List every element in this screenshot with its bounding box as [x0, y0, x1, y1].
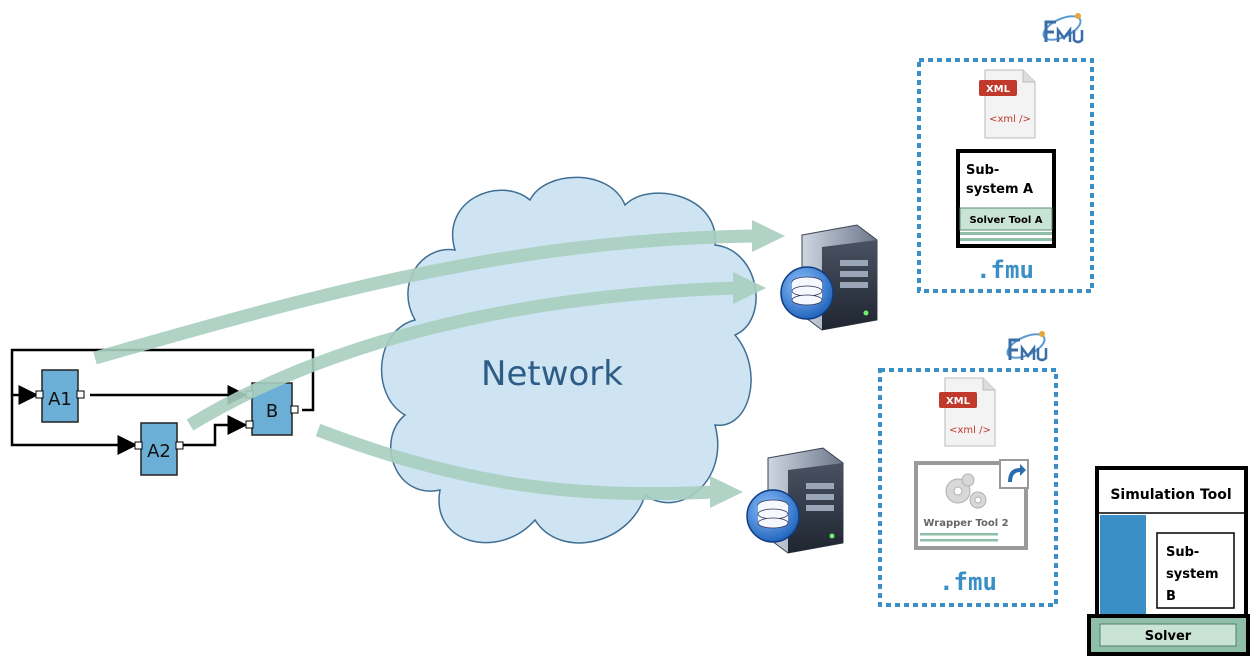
subsystem-b-label: Sub- system B: [1166, 545, 1223, 604]
block-a1-label: A1: [48, 389, 72, 410]
fmu-ext-label-top: .fmu: [976, 256, 1034, 284]
arrow-a1-to-server-top: [93, 229, 753, 365]
shortcut-arrow-icon: [1008, 464, 1026, 482]
wrapper-tool-label: Wrapper Tool 2: [923, 518, 1008, 529]
arrow-b-to-server-bottom: [315, 423, 713, 501]
subsystem-a-label: Sub- system A: [966, 163, 1033, 197]
arrow-b-head: [710, 476, 743, 508]
solver-tool-a-label: Solver Tool A: [969, 215, 1042, 226]
block-b-label: B: [266, 401, 278, 422]
solver-label: Solver: [1145, 629, 1192, 644]
server-icon: [780, 224, 878, 331]
arrow-a2-to-server-top: [186, 281, 736, 431]
fmu-logo-icon: [1042, 13, 1084, 44]
fmu-ext-label-bottom: .fmu: [939, 568, 997, 596]
xml-code: <xml />: [989, 114, 1031, 125]
block-a1[interactable]: A1: [35, 369, 85, 423]
xml-code: <xml />: [949, 425, 991, 436]
fmu-container-top: XML <xml /> Sub- system A Solver Tool A …: [917, 58, 1094, 293]
arrow-a1-head: [752, 220, 785, 252]
fmu-container-bottom: XML <xml /> Wrapper Tool 2 .fmu: [878, 368, 1058, 607]
simulation-tool-title: Simulation Tool: [1110, 487, 1231, 503]
subsystem-b-line1: Sub-: [1166, 545, 1199, 560]
distribution-arrows: [93, 220, 785, 508]
subsystem-a-line1: Sub-: [966, 163, 999, 178]
subsystem-b-line3: B: [1166, 589, 1176, 604]
xml-badge: XML: [946, 396, 971, 407]
block-diagram: [10, 348, 315, 455]
block-a2-label: A2: [147, 441, 171, 462]
gears-icon: [945, 473, 987, 509]
wrapper-tool-box: Wrapper Tool 2: [914, 459, 1029, 550]
server-icon: [746, 447, 844, 554]
subsystem-b-line2: system: [1166, 567, 1219, 582]
xml-badge: XML: [986, 84, 1011, 95]
simulation-tool: Simulation Tool Sub- system B Solver: [1087, 466, 1250, 656]
subsystem-a-line2: system A: [966, 182, 1033, 197]
xml-file-icon: XML <xml />: [979, 69, 1036, 139]
xml-file-icon: XML <xml />: [939, 377, 996, 447]
block-a2[interactable]: A2: [134, 422, 184, 476]
fmu-logo-icon: [1006, 331, 1048, 362]
arrow-a2-head: [733, 272, 766, 304]
network-label: Network: [481, 354, 623, 394]
